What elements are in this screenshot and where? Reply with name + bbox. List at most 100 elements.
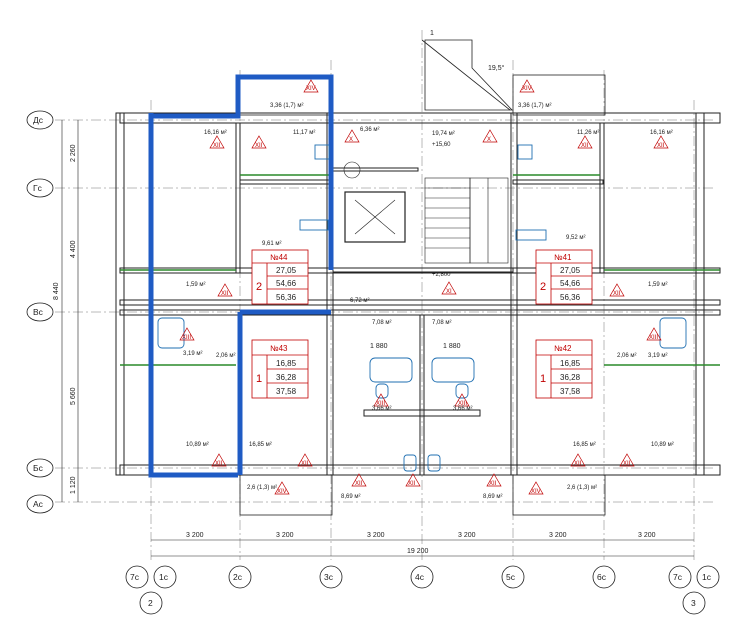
dim-4400: 4 400 [70, 240, 77, 258]
svg-text:3,36 (1,7) м²: 3,36 (1,7) м² [270, 103, 303, 109]
svg-text:XII: XII [613, 291, 621, 297]
svg-text:XII: XII [355, 481, 363, 487]
room-class-marks: XII XII XIV X X XII XII XIV XII XII XI X… [182, 86, 665, 495]
dim-1120: 1 120 [70, 476, 77, 494]
svg-text:XIII: XIII [182, 335, 191, 341]
svg-text:3,36 (1,7) м²: 3,36 (1,7) м² [518, 103, 551, 109]
axis-bubbles-bottom [125, 565, 720, 615]
dimension-lines-bottom [151, 539, 694, 557]
svg-text:3: 3 [691, 598, 696, 608]
svg-text:XIV: XIV [531, 489, 541, 495]
axis-label-dc: Дс [33, 115, 44, 125]
svg-text:XII: XII [489, 481, 497, 487]
svg-text:+2,800: +2,800 [432, 272, 451, 278]
svg-text:19,74 м²: 19,74 м² [432, 131, 455, 137]
svg-text:XII: XII [581, 143, 589, 149]
svg-text:8,69 м²: 8,69 м² [483, 494, 502, 500]
svg-text:XII: XII [221, 291, 229, 297]
axis-label-vc: Вс [33, 307, 44, 317]
svg-text:9,52 м²: 9,52 м² [566, 235, 585, 241]
svg-text:XII: XII [623, 461, 631, 467]
svg-text:+15,60: +15,60 [432, 142, 451, 148]
svg-text:XIII: XIII [458, 401, 467, 407]
svg-text:8,69 м²: 8,69 м² [341, 494, 360, 500]
svg-text:XII: XII [213, 143, 221, 149]
level-marks: 19,5° 1 880 1 880 1 [370, 30, 505, 350]
dim-5660: 5 660 [70, 387, 77, 405]
apt-41-rooms: 2 [540, 281, 546, 293]
svg-text:2с: 2с [233, 572, 243, 582]
svg-text:1 880: 1 880 [370, 343, 388, 350]
svg-text:XII: XII [657, 143, 665, 149]
svg-text:XII: XII [255, 143, 263, 149]
svg-text:6с: 6с [597, 572, 607, 582]
apt-42-living: 16,85 [560, 359, 581, 368]
svg-text:3,66 м²: 3,66 м² [372, 406, 391, 412]
apartment-boxes [251, 249, 593, 399]
svg-text:19 200: 19 200 [407, 548, 429, 555]
svg-text:2,6 (1,3) м²: 2,6 (1,3) м² [247, 485, 277, 491]
svg-text:16,16 м²: 16,16 м² [650, 130, 673, 136]
axis-label-gc: Гс [33, 183, 43, 193]
svg-text:7,08 м²: 7,08 м² [432, 320, 451, 326]
svg-text:2,6 (1,3) м²: 2,6 (1,3) м² [567, 485, 597, 491]
svg-text:XIV: XIV [277, 489, 287, 495]
svg-text:3с: 3с [324, 572, 334, 582]
dim-total-vertical: 8 440 [53, 282, 60, 300]
svg-text:1: 1 [430, 30, 434, 37]
svg-text:7с: 7с [130, 572, 140, 582]
svg-text:3 200: 3 200 [186, 532, 204, 539]
section-marks [179, 79, 669, 495]
svg-text:3,19 м²: 3,19 м² [648, 353, 667, 359]
svg-text:10,89 м²: 10,89 м² [651, 442, 674, 448]
apt-43-rooms: 1 [256, 373, 262, 385]
apt-43-gross: 37,58 [276, 387, 297, 396]
svg-text:XIII: XIII [376, 401, 385, 407]
walls [115, 112, 721, 476]
axis-bubbles-left [26, 110, 54, 514]
svg-text:X: X [349, 137, 353, 143]
svg-text:X: X [487, 137, 491, 143]
apt-44-living: 27,05 [276, 266, 297, 275]
apt-43-total: 36,28 [276, 373, 297, 382]
svg-text:9,61 м²: 9,61 м² [262, 241, 281, 247]
apt-41-living: 27,05 [560, 266, 581, 275]
svg-text:2,06 м²: 2,06 м² [617, 353, 636, 359]
svg-text:XIV: XIV [522, 86, 532, 92]
svg-text:2: 2 [148, 598, 153, 608]
svg-text:XII: XII [408, 481, 416, 487]
svg-text:1,59 м²: 1,59 м² [186, 282, 205, 288]
highlight-outline [148, 74, 334, 478]
stairs [343, 161, 509, 264]
svg-text:7с: 7с [673, 572, 683, 582]
svg-text:3 200: 3 200 [638, 532, 656, 539]
apt-43-number: №43 [270, 344, 288, 353]
svg-text:XI: XI [446, 289, 452, 295]
svg-text:XII: XII [574, 461, 582, 467]
svg-text:1с: 1с [159, 572, 169, 582]
apt-42-total: 36,28 [560, 373, 581, 382]
axis-label-bc: Бс [33, 463, 44, 473]
apt-44-rooms: 2 [256, 281, 262, 293]
apt-42-number: №42 [554, 344, 572, 353]
svg-text:4с: 4с [415, 572, 425, 582]
apt-42-rooms: 1 [540, 373, 546, 385]
svg-text:11,26 м²: 11,26 м² [577, 130, 599, 136]
svg-text:1 880: 1 880 [443, 343, 461, 350]
svg-text:XII: XII [215, 461, 223, 467]
apt-42-gross: 37,58 [560, 387, 581, 396]
fixtures [157, 144, 687, 472]
svg-text:7,08 м²: 7,08 м² [372, 320, 391, 326]
svg-text:3,19 м²: 3,19 м² [183, 351, 202, 357]
partitions [120, 174, 720, 366]
svg-text:3 200: 3 200 [367, 532, 385, 539]
bottom-dimension-labels: 3 200 3 200 3 200 3 200 3 200 3 200 19 2… [186, 532, 656, 555]
svg-text:3 200: 3 200 [458, 532, 476, 539]
svg-text:XIV: XIV [306, 86, 316, 92]
apt-44-total: 54,66 [276, 279, 297, 288]
svg-text:6,72 м²: 6,72 м² [350, 298, 369, 304]
svg-text:10,89 м²: 10,89 м² [186, 442, 209, 448]
svg-text:3 200: 3 200 [276, 532, 294, 539]
room-area-labels: 3,36 (1,7) м² 16,16 м² 11,17 м² 6,36 м² … [183, 103, 674, 500]
